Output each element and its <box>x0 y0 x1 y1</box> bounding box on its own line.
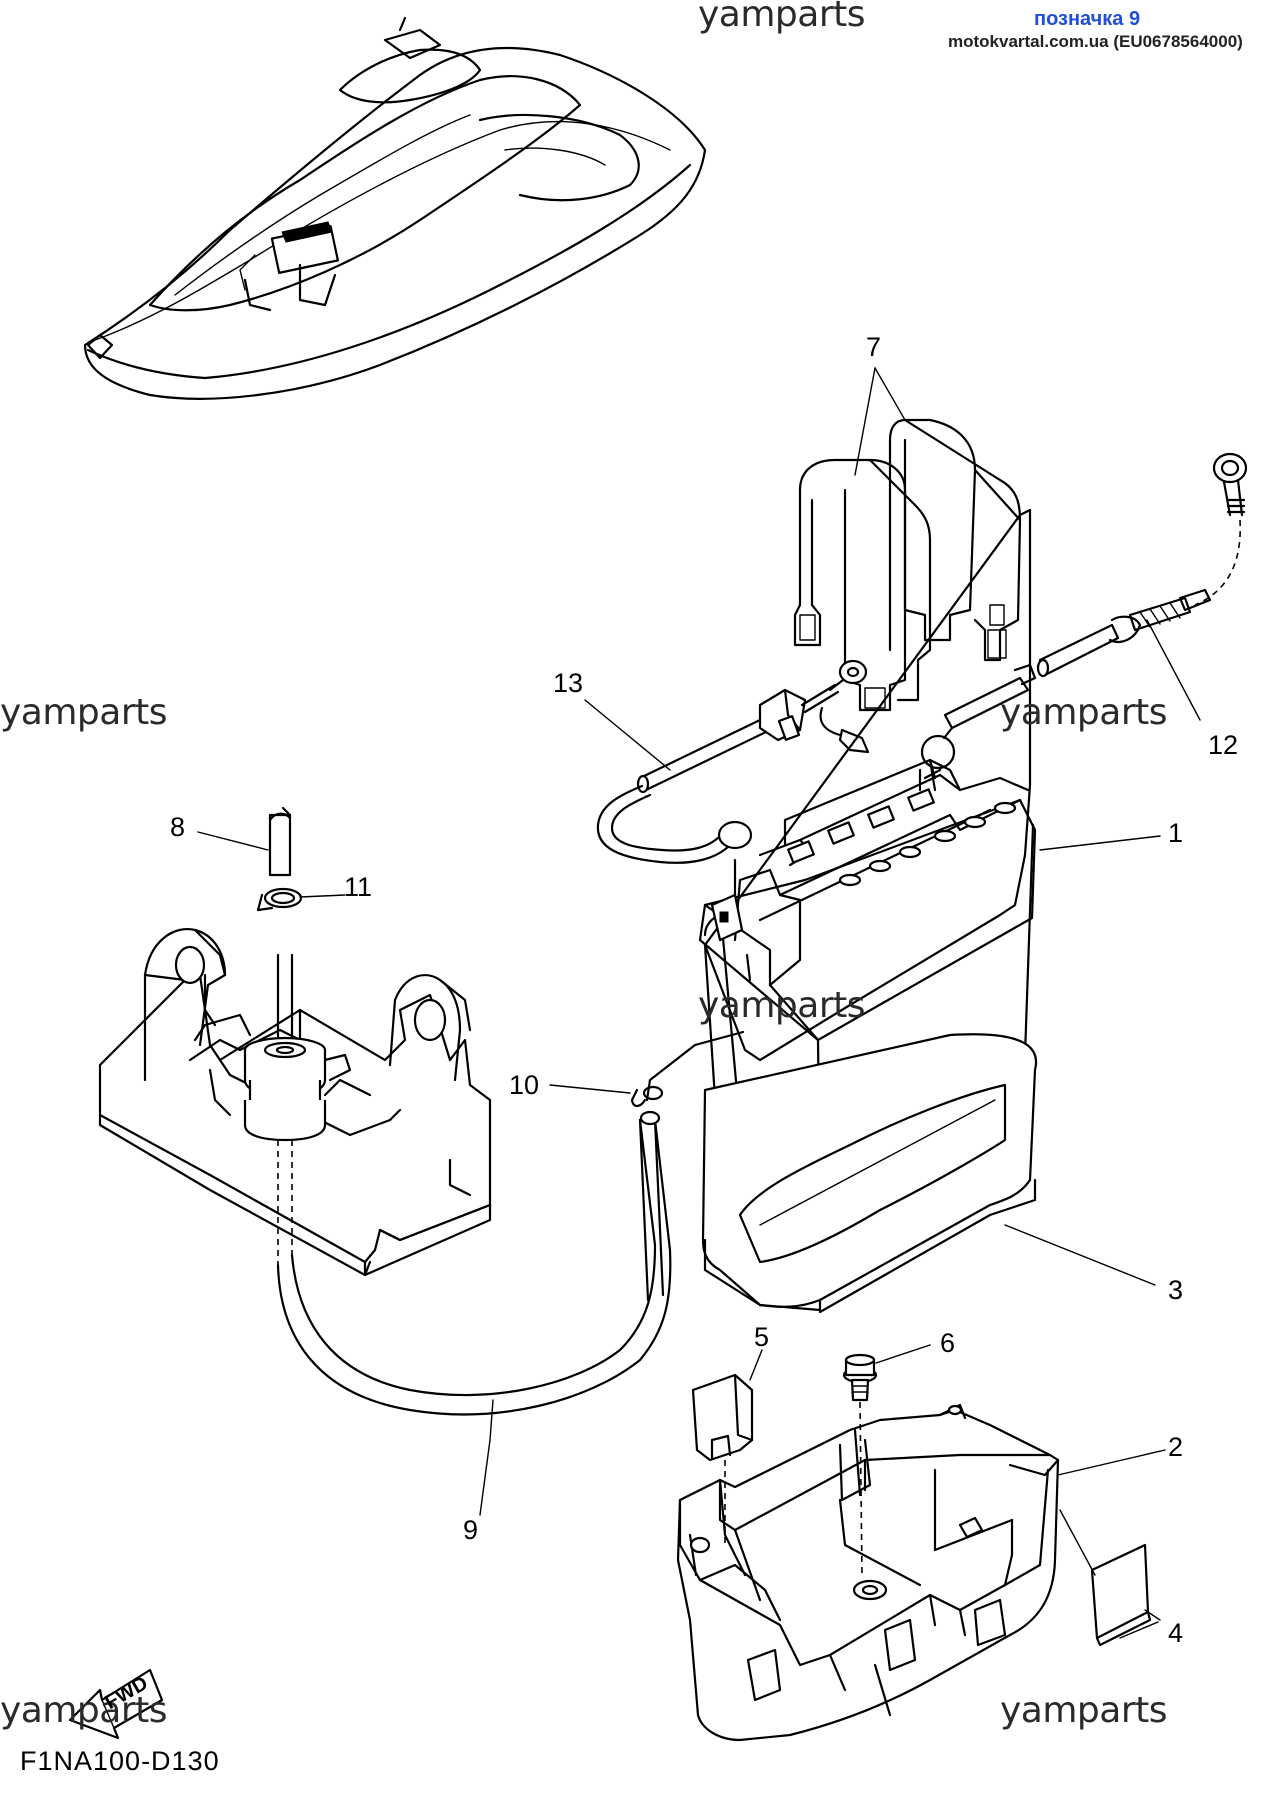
clip-11 <box>256 887 303 912</box>
callout-4: 4 <box>1168 1618 1184 1648</box>
diagram-code: F1NA100-D130 <box>20 1746 220 1776</box>
leader-lines <box>197 367 1201 1639</box>
vent-holder <box>98 928 492 1277</box>
callout-10: 10 <box>509 1070 540 1100</box>
watercraft-overview <box>83 16 707 400</box>
callout-3: 3 <box>1168 1275 1184 1305</box>
header-site: motokvartal.com.ua (EU0678564000) <box>948 32 1243 51</box>
watermark-bottom-right: yamparts <box>1000 1690 1168 1731</box>
callout-1: 1 <box>1168 818 1184 848</box>
clip-10 <box>630 1030 745 1108</box>
wire-lead-12 <box>1036 452 1248 678</box>
callout-7: 7 <box>866 332 882 362</box>
watermark-center: yamparts <box>698 985 866 1026</box>
battery-band-7 <box>793 418 1022 712</box>
callout-5: 5 <box>754 1322 770 1352</box>
watermark-top: yamparts <box>698 0 866 35</box>
fwd-arrow-icon <box>68 1668 164 1740</box>
header-tag: позначка 9 <box>1034 8 1141 30</box>
watermark-bottom-left: yamparts <box>0 1690 168 1731</box>
callout-8: 8 <box>170 812 186 842</box>
bolt-6 <box>842 1353 878 1576</box>
callout-2: 2 <box>1168 1432 1184 1462</box>
watermark-mid-right: yamparts <box>1000 692 1168 733</box>
callout-11: 11 <box>344 872 373 902</box>
cover-5 <box>691 1373 754 1545</box>
battery-pad-3 <box>701 1033 1038 1314</box>
callout-9: 9 <box>463 1515 479 1545</box>
callout-6: 6 <box>940 1328 956 1358</box>
breather-pipe-9 <box>276 1110 672 1416</box>
watermark-left: yamparts <box>0 692 168 733</box>
callout-12: 12 <box>1208 730 1239 760</box>
vent-pipe-8 <box>268 806 292 877</box>
terminal-lead-13 <box>636 659 1037 794</box>
pad-4 <box>1090 1543 1152 1647</box>
negative-cable <box>596 784 753 864</box>
battery-box-2 <box>676 1403 1060 1742</box>
callout-13: 13 <box>553 668 584 698</box>
